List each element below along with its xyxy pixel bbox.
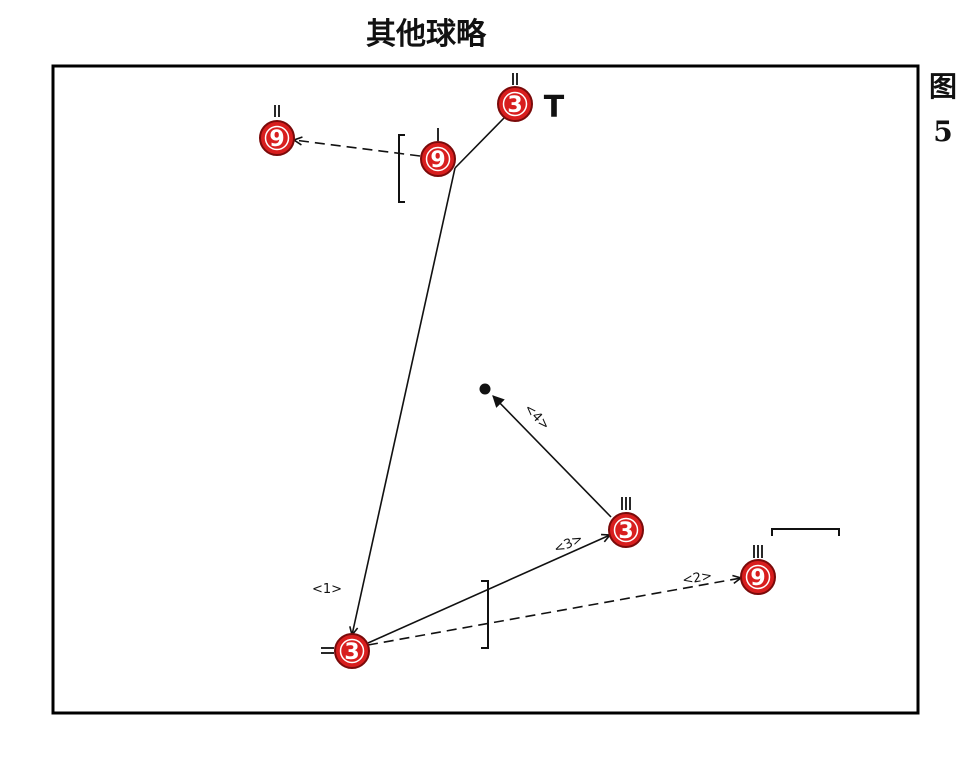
player-orientation-marks	[274, 73, 763, 654]
screen-bracket-bottom	[481, 580, 489, 649]
diagram-title: 其他球略	[366, 17, 487, 52]
screen-marker-t: T	[544, 90, 565, 125]
player-token-9-right[interactable]: 9	[740, 559, 776, 595]
step-label-2: <2>	[681, 568, 713, 588]
player-number: 9	[430, 148, 445, 173]
screen-bracket-right	[771, 528, 840, 536]
figure-label-line2: 5	[933, 115, 952, 148]
step-label-1: <1>	[312, 582, 342, 597]
player-number: 9	[269, 127, 284, 152]
player-token-9-topmid[interactable]: 9	[420, 141, 456, 177]
player-number: 9	[750, 566, 765, 591]
player-token-3-bottom[interactable]: 3	[334, 633, 370, 669]
player-token-3-right[interactable]: 3	[608, 512, 644, 548]
player-number: 3	[344, 640, 359, 665]
move-line-9-left	[294, 140, 421, 157]
player-number: 3	[618, 519, 633, 544]
player-token-9-topleft[interactable]: 9	[259, 120, 295, 156]
screen-bracket-top	[398, 134, 405, 203]
ball-target	[479, 383, 491, 395]
player-number: 3	[507, 93, 522, 118]
figure-label-line1: 图	[929, 70, 957, 103]
court-boundary	[51, 64, 920, 715]
cut-line-3-to-9	[454, 116, 506, 169]
player-token-3-top[interactable]: 3	[497, 86, 533, 122]
pass-line-1	[352, 167, 456, 635]
shot-line-4	[492, 395, 612, 518]
